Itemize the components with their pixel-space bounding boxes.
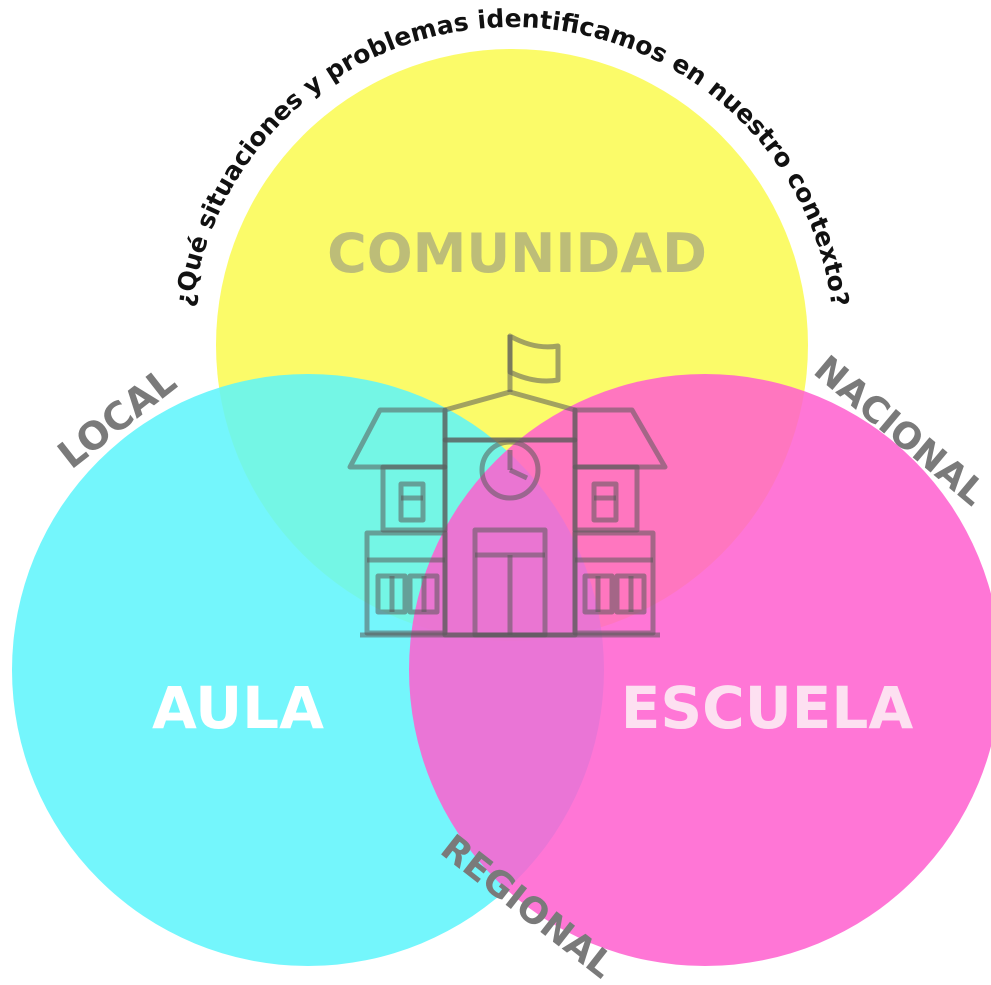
- aula-label: AULA: [152, 674, 324, 742]
- escuela-circle: [409, 374, 991, 966]
- school-building-icon: [347, 333, 668, 638]
- escuela-label: ESCUELA: [621, 674, 914, 742]
- comunidad-label: COMUNIDAD: [327, 222, 707, 285]
